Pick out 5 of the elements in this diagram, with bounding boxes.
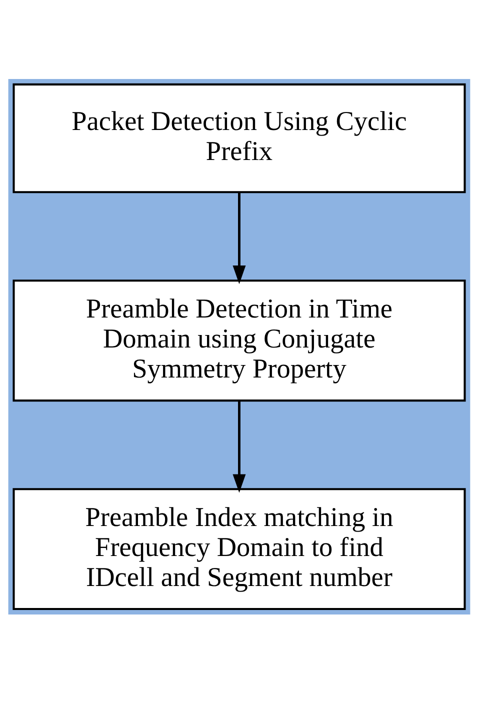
arrow	[232, 192, 246, 284]
arrow	[232, 400, 246, 492]
node-box: Preamble Detection in Time Domain using Conjugate Symmetry Property	[12, 279, 466, 402]
node-box: Preamble Index matching in Frequency Domain to find IDcell and Segment number	[12, 488, 466, 610]
node-box: Packet Detection Using Cyclic Prefix	[12, 82, 466, 193]
